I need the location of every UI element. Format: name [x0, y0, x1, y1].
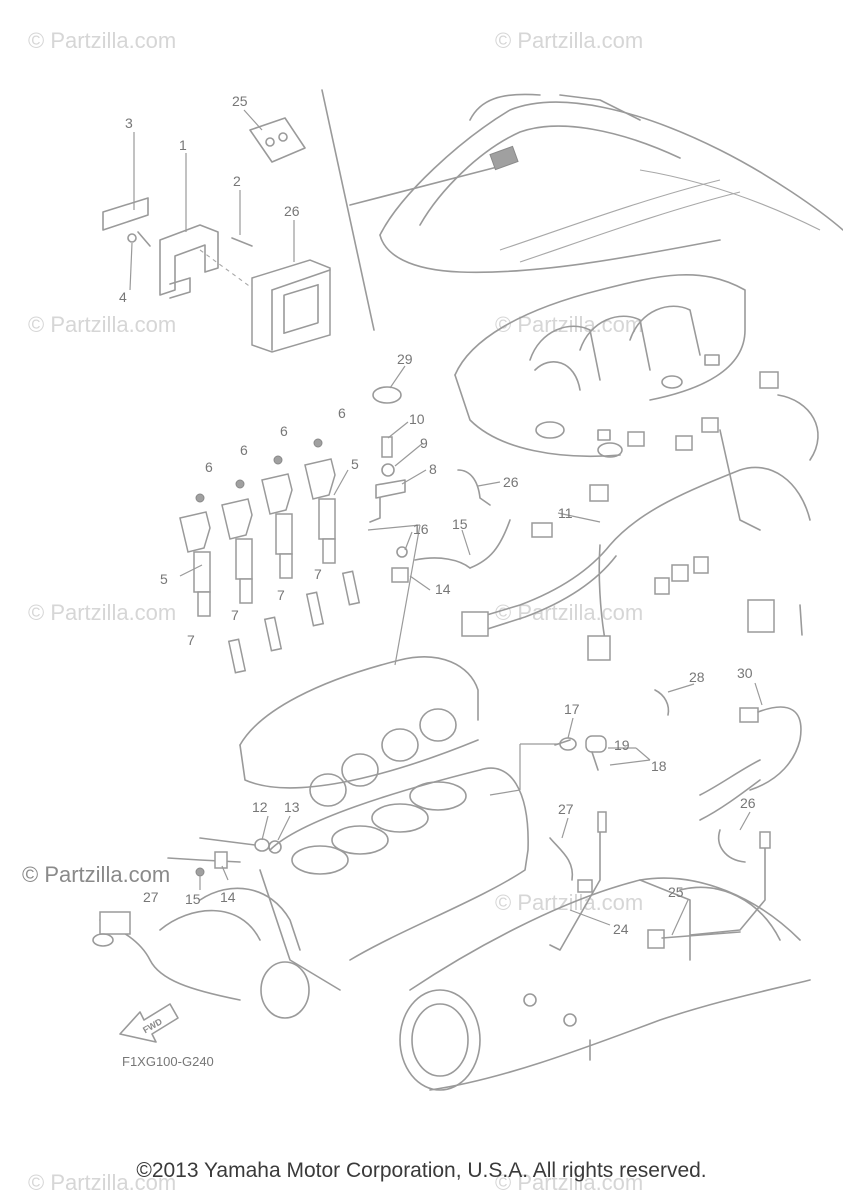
callout-7: 7: [187, 632, 195, 648]
intake-manifold-drawing: [454, 274, 746, 458]
watermark: © Partzilla.com: [28, 600, 176, 625]
callout-6: 6: [205, 459, 213, 475]
callout-4: 4: [119, 289, 127, 305]
copyright-notice: ©2013 Yamaha Motor Corporation, U.S.A. A…: [136, 1159, 707, 1182]
callout-29: 29: [397, 351, 413, 367]
watermark-layer: © Partzilla.com © Partzilla.com © Partzi…: [28, 28, 643, 1195]
watermark: © Partzilla.com: [28, 312, 176, 337]
callout-25: 25: [668, 884, 684, 900]
watercraft-hull-drawing: [379, 93, 843, 274]
callout-9: 9: [420, 435, 428, 451]
callout-13: 13: [284, 799, 300, 815]
callout-26: 26: [740, 795, 756, 811]
callout-12: 12: [252, 799, 268, 815]
watermark: © Partzilla.com: [495, 890, 643, 915]
callout-26: 27: [558, 801, 574, 817]
ecu-assembly-drawing: [102, 117, 331, 353]
cylinder-head-drawing: [159, 656, 529, 1019]
ignition-coils-drawing: [179, 438, 336, 617]
callout-20: 18: [651, 758, 667, 774]
callout-labels: 3 1 2 4 25 26 29 10 9 8 26 11 6 6 6 6 5 …: [119, 93, 756, 937]
watermark: © Partzilla.com: [28, 28, 176, 53]
callout-22: 25: [232, 93, 248, 109]
small-parts-drawing: [367, 386, 553, 666]
leader-lines: [129, 109, 763, 936]
sensor-parts-drawing: [92, 689, 802, 1001]
callout-17: 15: [452, 516, 468, 532]
watermark: © Partzilla.com: [495, 28, 643, 53]
exhaust-pipe-drawing: [399, 877, 811, 1091]
callout-6: 6: [240, 442, 248, 458]
callout-14: 14: [220, 889, 236, 905]
callout-6: 6: [280, 423, 288, 439]
wire-harness-drawing: [461, 371, 819, 661]
callout-3: 3: [125, 115, 133, 131]
callout-7: 7: [231, 607, 239, 623]
callout-6: 6: [338, 405, 346, 421]
callout-28: 28: [689, 669, 705, 685]
callout-19: 17: [564, 701, 580, 717]
callout-23: 26: [284, 203, 300, 219]
watermark: © Partzilla.com: [495, 1170, 643, 1195]
spark-plugs-drawing: [227, 570, 361, 674]
callout-24: 24: [613, 921, 629, 937]
callout-30: 30: [737, 665, 753, 681]
watermark: © Partzilla.com: [495, 600, 643, 625]
forward-direction-arrow: FWD: [119, 1003, 179, 1043]
callout-5: 5: [351, 456, 359, 472]
figure-code: F1XG100-G240: [122, 1054, 214, 1069]
callout-7: 7: [277, 587, 285, 603]
watermark-dark: © Partzilla.com: [22, 862, 170, 887]
callout-18: 16: [413, 521, 429, 537]
callout-15: 15: [185, 891, 201, 907]
callout-8: 8: [429, 461, 437, 477]
callout-2: 2: [233, 173, 241, 189]
callout-10: 10: [409, 411, 425, 427]
callout-21: 19: [614, 737, 630, 753]
callout-27: 27: [143, 889, 159, 905]
callout-26: 26: [503, 474, 519, 490]
callout-7: 7: [314, 566, 322, 582]
callout-16: 14: [435, 581, 451, 597]
callout-1: 1: [179, 137, 187, 153]
callout-5: 5: [160, 571, 168, 587]
watermark: © Partzilla.com: [28, 1170, 176, 1195]
callout-11: 11: [558, 505, 573, 521]
